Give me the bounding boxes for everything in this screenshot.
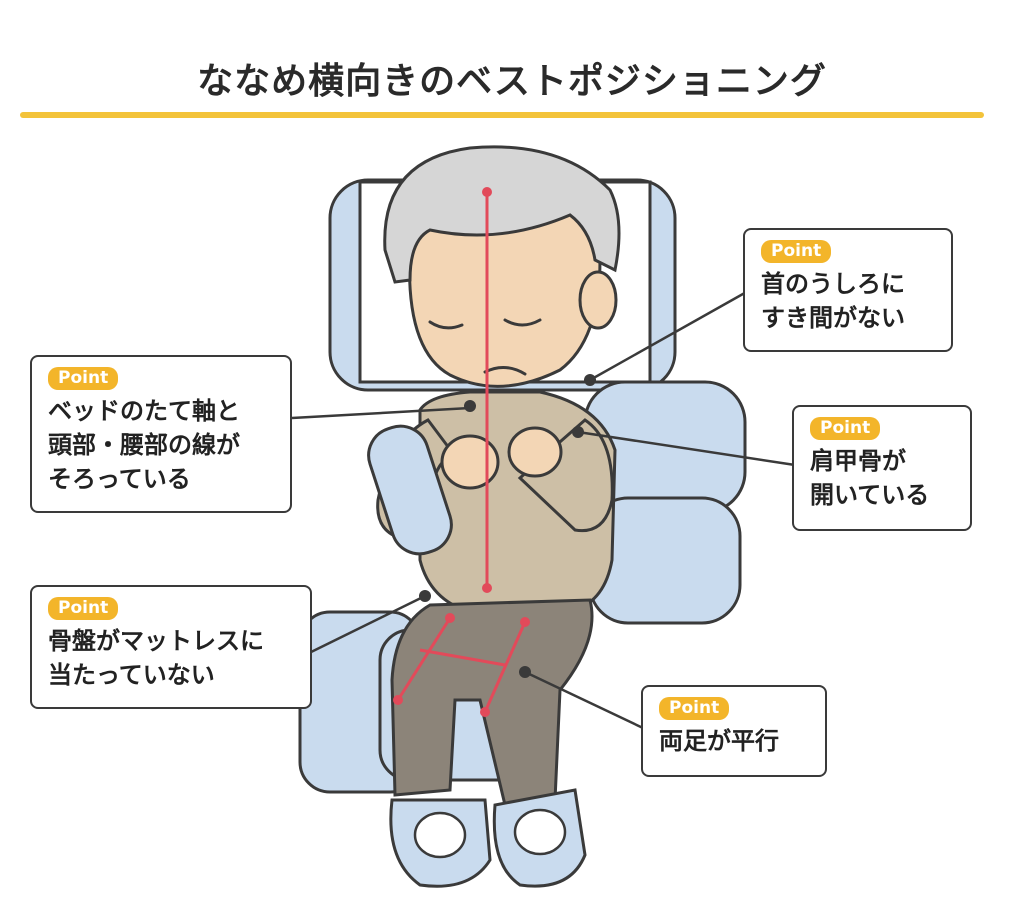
callout-neck: Point 首のうしろに すき間がない — [743, 228, 953, 352]
leader-axis — [291, 406, 471, 420]
callout-feet: Point 両足が平行 — [641, 685, 827, 777]
leg-dot-2 — [393, 695, 403, 705]
rolled-towel — [367, 424, 453, 556]
leader-feet — [524, 670, 644, 730]
leader-neck — [589, 288, 751, 382]
page-title: ななめ横向きのベストポジショニング — [197, 61, 827, 102]
callout-text: 骨盤がマットレスに 当たっていない — [48, 627, 264, 689]
leader-pelvis — [304, 594, 426, 657]
leader-feet-dot — [519, 666, 531, 678]
hair — [383, 145, 621, 284]
body-axis-top-dot — [482, 187, 492, 197]
point-badge: Point — [48, 367, 119, 390]
point-badge: Point — [48, 597, 119, 620]
right-leg-line — [483, 621, 527, 713]
leader-neck-dot — [584, 374, 596, 386]
leg-dot-4 — [480, 707, 490, 717]
left-hand — [440, 434, 500, 490]
callout-shoulder: Point 肩甲骨が 開いている — [792, 405, 972, 531]
right-sock — [513, 808, 567, 856]
callout-text: ベッドのたて軸と 頭部・腰部の線が そろっている — [48, 397, 240, 493]
leader-shoulder-dot — [572, 426, 584, 438]
right-eye — [503, 318, 542, 327]
leg-dot-1 — [445, 613, 455, 623]
left-leg-line — [396, 617, 452, 701]
leg-parallel-bar — [419, 648, 506, 667]
leader-pelvis-dot — [419, 590, 431, 602]
callout-text: 肩甲骨が 開いている — [810, 447, 930, 509]
callout-text: 首のうしろに すき間がない — [761, 270, 905, 332]
point-badge: Point — [659, 697, 730, 720]
face — [408, 207, 602, 388]
leader-axis-dot — [464, 400, 476, 412]
right-hand — [507, 426, 563, 478]
callout-pelvis: Point 骨盤がマットレスに 当たっていない — [30, 585, 312, 709]
pants — [390, 598, 594, 807]
ear — [578, 270, 618, 330]
left-eye — [428, 320, 464, 330]
callout-axis: Point ベッドのたて軸と 頭部・腰部の線が そろっている — [30, 355, 292, 513]
point-badge: Point — [810, 417, 881, 440]
callout-text: 両足が平行 — [659, 727, 779, 755]
body-axis-bottom-dot — [482, 583, 492, 593]
right-arm — [517, 418, 614, 533]
left-sock — [413, 811, 467, 859]
point-badge: Point — [761, 240, 832, 263]
leg-dot-3 — [520, 617, 530, 627]
leader-shoulder — [577, 430, 796, 467]
title-underline — [20, 112, 984, 118]
